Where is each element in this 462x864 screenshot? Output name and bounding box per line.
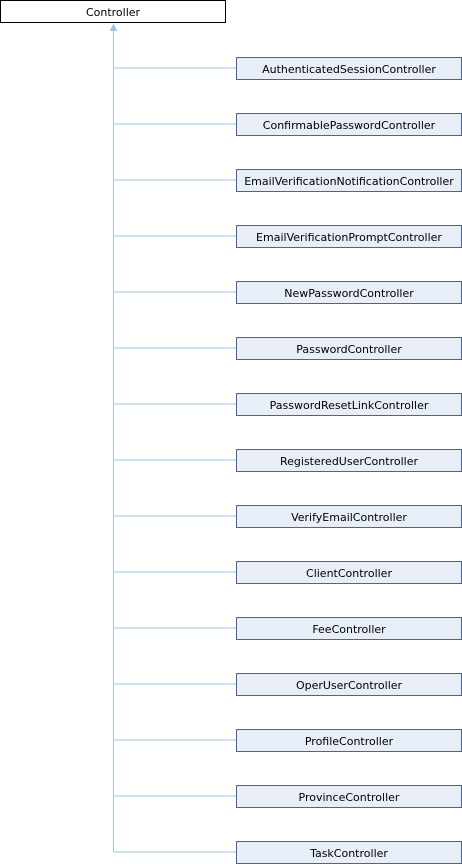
derived-class-label: PasswordController bbox=[296, 343, 402, 356]
derived-class-node-fee-controller[interactable]: FeeController bbox=[236, 617, 462, 640]
derived-class-nodes: AuthenticatedSessionControllerConfirmabl… bbox=[236, 57, 462, 864]
derived-class-node-task-controller[interactable]: TaskController bbox=[236, 841, 462, 864]
base-class-box bbox=[0, 0, 226, 23]
base-class-node[interactable]: Controller bbox=[0, 0, 226, 23]
derived-class-label: RegisteredUserController bbox=[280, 455, 418, 468]
derived-class-label: TaskController bbox=[309, 847, 388, 860]
derived-class-label: VerifyEmailController bbox=[291, 511, 407, 524]
inheritance-arrowhead bbox=[109, 23, 118, 31]
derived-class-label: EmailVerificationPromptController bbox=[256, 231, 442, 244]
derived-class-node-oper-user-controller[interactable]: OperUserController bbox=[236, 673, 462, 696]
derived-class-node-email-verification-prompt-controller[interactable]: EmailVerificationPromptController bbox=[236, 225, 462, 248]
derived-class-label: ConfirmablePasswordController bbox=[263, 119, 436, 132]
derived-class-node-email-verification-notification-controller[interactable]: EmailVerificationNotificationController bbox=[236, 169, 462, 192]
derived-class-label: ClientController bbox=[306, 567, 392, 580]
derived-class-label: AuthenticatedSessionController bbox=[262, 63, 436, 76]
derived-class-label: NewPasswordController bbox=[284, 287, 414, 300]
derived-class-label: PasswordResetLinkController bbox=[270, 399, 429, 412]
derived-class-node-registered-user-controller[interactable]: RegisteredUserController bbox=[236, 449, 462, 472]
derived-class-label: FeeController bbox=[312, 623, 386, 636]
derived-class-node-profile-controller[interactable]: ProfileController bbox=[236, 729, 462, 752]
derived-class-label: ProvinceController bbox=[299, 791, 400, 804]
derived-class-node-authenticated-session-controller[interactable]: AuthenticatedSessionController bbox=[236, 57, 462, 80]
derived-class-node-verify-email-controller[interactable]: VerifyEmailController bbox=[236, 505, 462, 528]
derived-class-node-password-controller[interactable]: PasswordController bbox=[236, 337, 462, 360]
derived-class-node-client-controller[interactable]: ClientController bbox=[236, 561, 462, 584]
derived-class-node-new-password-controller[interactable]: NewPasswordController bbox=[236, 281, 462, 304]
derived-class-label: ProfileController bbox=[305, 735, 394, 748]
derived-class-node-province-controller[interactable]: ProvinceController bbox=[236, 785, 462, 808]
derived-class-label: OperUserController bbox=[296, 679, 403, 692]
derived-class-node-confirmable-password-controller[interactable]: ConfirmablePasswordController bbox=[236, 113, 462, 136]
base-class-label: Controller bbox=[86, 6, 141, 19]
derived-class-label: EmailVerificationNotificationController bbox=[244, 175, 454, 188]
inheritance-edges bbox=[109, 23, 237, 853]
derived-class-node-password-reset-link-controller[interactable]: PasswordResetLinkController bbox=[236, 393, 462, 416]
